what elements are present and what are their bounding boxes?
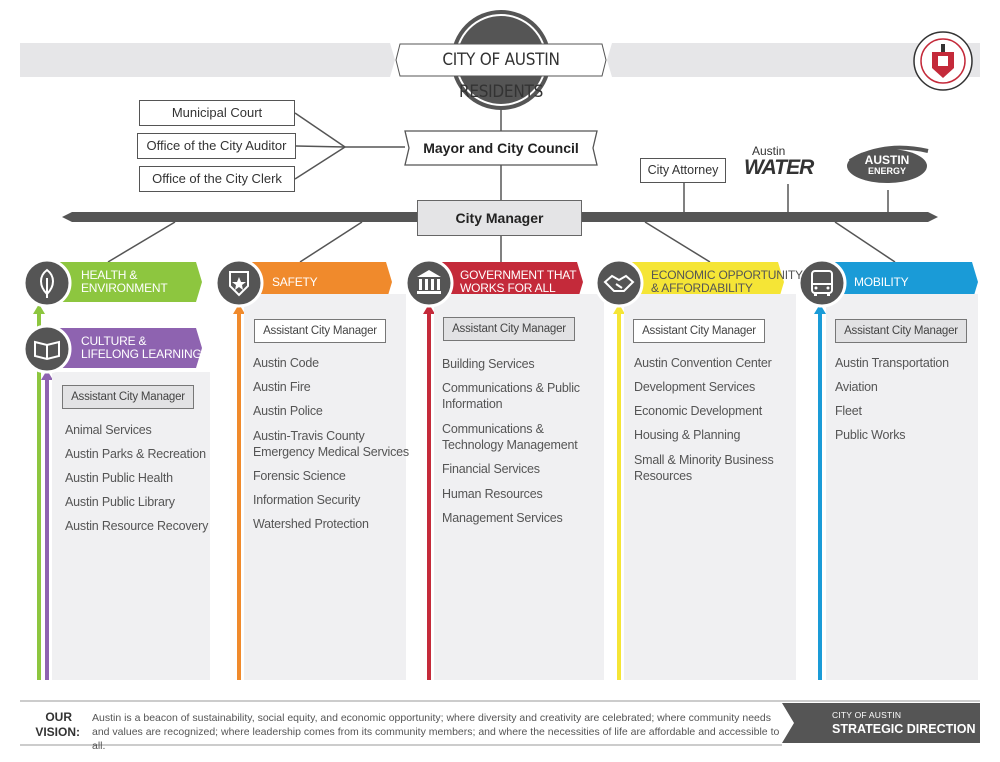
- mayor-council-label: Mayor and City Council: [423, 140, 579, 156]
- city-manager-box: City Manager: [417, 200, 582, 236]
- banner-left: [20, 43, 395, 77]
- acm-safety: Assistant City Manager: [254, 319, 386, 343]
- dept-public-library: Austin Public Library: [65, 495, 175, 509]
- dept-resource-recovery: Austin Resource Recovery: [65, 519, 209, 533]
- dept-human-resources: Human Resources: [442, 487, 543, 501]
- dept-management-services: Management Services: [442, 511, 563, 525]
- bus-icon: [797, 258, 847, 308]
- dept-forensic-science: Forensic Science: [253, 469, 346, 483]
- panel-economic: [624, 294, 796, 680]
- government-label: GOVERNMENT THAT WORKS FOR ALL: [460, 268, 577, 295]
- dept-watershed-protection: Watershed Protection: [253, 517, 369, 531]
- austin-energy-line2: ENERGY: [867, 166, 906, 176]
- city-attorney-box: City Attorney: [640, 158, 726, 183]
- acm-mobility: Assistant City Manager: [835, 319, 967, 343]
- municipal-court-box: Municipal Court: [139, 100, 295, 126]
- dept-economic-development: Economic Development: [634, 404, 763, 418]
- dept-austin-code: Austin Code: [253, 356, 319, 370]
- strategic-direction-small: CITY OF AUSTIN: [832, 710, 902, 720]
- leaf-icon: [22, 258, 72, 308]
- dept-public-works: Public Works: [835, 428, 906, 442]
- panel-government: [434, 294, 604, 680]
- acm-culture: Assistant City Manager: [62, 385, 194, 409]
- dept-information-security: Information Security: [253, 493, 361, 507]
- dept-parks-recreation: Austin Parks & Recreation: [65, 447, 206, 461]
- badge-star-icon: [214, 258, 264, 308]
- dept-austin-police: Austin Police: [253, 404, 323, 418]
- dept-aviation: Aviation: [835, 380, 878, 394]
- acm-government: Assistant City Manager: [443, 317, 575, 341]
- city-clerk-box: Office of the City Clerk: [139, 166, 295, 192]
- dept-small-minority-business: Small & Minority Business Resources: [634, 453, 774, 483]
- austin-water-logo: Austin WATER: [744, 144, 834, 184]
- handshake-icon: [594, 258, 644, 308]
- dept-comm-public-info: Communications & Public Information: [442, 381, 580, 411]
- health-label: HEALTH & ENVIRONMENT: [81, 268, 168, 295]
- dept-public-health: Austin Public Health: [65, 471, 173, 485]
- mayor-box: [404, 130, 598, 166]
- city-seal-icon: [913, 31, 973, 91]
- austin-energy-line1: AUSTIN: [864, 153, 910, 167]
- strategic-direction-badge: [782, 703, 980, 743]
- mobility-label: MOBILITY: [854, 275, 909, 289]
- austin-water-line2: WATER: [744, 156, 814, 179]
- banner-right: [607, 43, 980, 77]
- dept-fleet: Fleet: [835, 404, 862, 418]
- dept-animal-services: Animal Services: [65, 423, 152, 437]
- page-title: CITY OF AUSTIN RESIDENTS: [442, 50, 560, 102]
- austin-energy-logo: [847, 145, 929, 183]
- vision-heading: OUR VISION:: [35, 710, 80, 739]
- dept-housing-planning: Housing & Planning: [634, 428, 741, 442]
- dept-ems: Austin-Travis County Emergency Medical S…: [253, 429, 409, 459]
- panel-safety: [244, 294, 406, 680]
- dept-building-services: Building Services: [442, 357, 535, 371]
- panel-culture: [52, 372, 210, 680]
- safety-label: SAFETY: [272, 275, 318, 289]
- vision-text: Austin is a beacon of sustainability, so…: [92, 712, 780, 752]
- economic-label: ECONOMIC OPPORTUNITY & AFFORDABILITY: [651, 268, 803, 295]
- dept-development-services: Development Services: [634, 380, 756, 394]
- dept-convention-center: Austin Convention Center: [634, 356, 772, 370]
- capitol-icon: [404, 258, 454, 308]
- austin-water-line1: Austin: [752, 144, 786, 158]
- dept-financial-services: Financial Services: [442, 462, 540, 476]
- strategic-direction-big: STRATEGIC DIRECTION: [832, 722, 976, 736]
- city-auditor-box: Office of the City Auditor: [137, 133, 296, 159]
- panel-mobility: [826, 294, 978, 680]
- acm-economic: Assistant City Manager: [633, 319, 765, 343]
- book-icon: [22, 324, 72, 374]
- dept-comm-tech-mgmt: Communications & Technology Management: [442, 422, 578, 452]
- culture-label: CULTURE & LIFELONG LEARNING: [81, 334, 202, 361]
- dept-austin-fire: Austin Fire: [253, 380, 311, 394]
- dept-austin-transportation: Austin Transportation: [835, 356, 949, 370]
